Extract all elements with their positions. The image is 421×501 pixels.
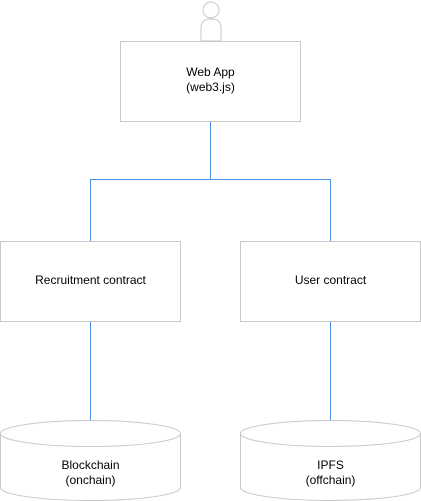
web-app-subtitle: (web3.js) xyxy=(186,80,235,94)
connectors xyxy=(90,121,331,420)
ipfs-database: IPFS (offchain) xyxy=(240,420,421,501)
blockchain-database: Blockchain (onchain) xyxy=(0,420,181,501)
ipfs-title: IPFS xyxy=(317,458,344,472)
blockchain-subtitle: (onchain) xyxy=(65,473,115,487)
recruitment-contract-label: Recruitment contract xyxy=(35,273,146,287)
user-contract-node: User contract xyxy=(240,241,421,322)
web-app-title: Web App xyxy=(186,65,235,79)
user-icon xyxy=(200,1,222,42)
ipfs-subtitle: (offchain) xyxy=(306,473,356,487)
user-contract-label: User contract xyxy=(295,273,367,287)
web-app-node: Web App (web3.js) xyxy=(120,41,301,122)
blockchain-title: Blockchain xyxy=(61,458,119,472)
recruitment-contract-node: Recruitment contract xyxy=(0,241,181,322)
